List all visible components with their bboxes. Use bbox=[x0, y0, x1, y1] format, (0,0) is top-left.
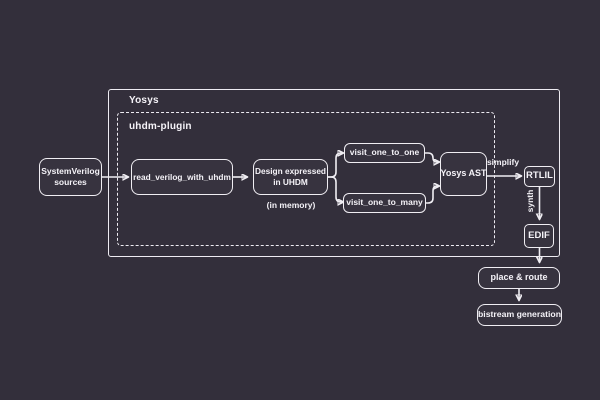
node-label: visit_one_to_one bbox=[349, 147, 420, 158]
node-label: SystemVerilog bbox=[41, 165, 100, 176]
node-label: visit_one_to_many bbox=[346, 197, 423, 208]
node-label: place & route bbox=[490, 272, 548, 283]
node-edif: EDIF bbox=[524, 224, 554, 248]
node-label: bistream generation bbox=[477, 309, 562, 320]
node-place-and-route: place & route bbox=[478, 267, 560, 289]
node-systemverilog-sources: SystemVerilog sources bbox=[39, 158, 102, 196]
node-visit-one-to-one: visit_one_to_one bbox=[344, 143, 425, 163]
uhdm-plugin-container: uhdm-plugin bbox=[117, 112, 495, 246]
edge-label-synth: synth bbox=[525, 189, 535, 213]
node-label: EDIF bbox=[528, 229, 550, 241]
node-bistream-generation: bistream generation bbox=[477, 304, 562, 326]
node-visit-one-to-many: visit_one_to_many bbox=[343, 193, 426, 213]
node-label: Design expressed bbox=[254, 166, 327, 177]
node-label: RTLIL bbox=[526, 170, 553, 182]
node-yosys-ast: Yosys AST bbox=[440, 152, 487, 196]
yosys-container-label: Yosys bbox=[129, 95, 159, 106]
node-design-expressed-in-uhdm: Design expressed in UHDM bbox=[253, 159, 328, 195]
node-rtlil: RTLIL bbox=[524, 166, 555, 187]
yosys-container: Yosys bbox=[108, 89, 560, 257]
node-label: read_verilog_with_uhdm bbox=[133, 171, 231, 182]
node-label: Yosys AST bbox=[440, 168, 487, 179]
node-label: in UHDM bbox=[273, 177, 308, 187]
uhdm-plugin-container-label: uhdm-plugin bbox=[129, 121, 192, 132]
edge-label-simplify: simplify bbox=[486, 157, 520, 167]
note-in-memory: (in memory) bbox=[266, 200, 316, 210]
node-label: sources bbox=[54, 177, 87, 187]
node-read-verilog-with-uhdm: read_verilog_with_uhdm bbox=[131, 159, 233, 195]
